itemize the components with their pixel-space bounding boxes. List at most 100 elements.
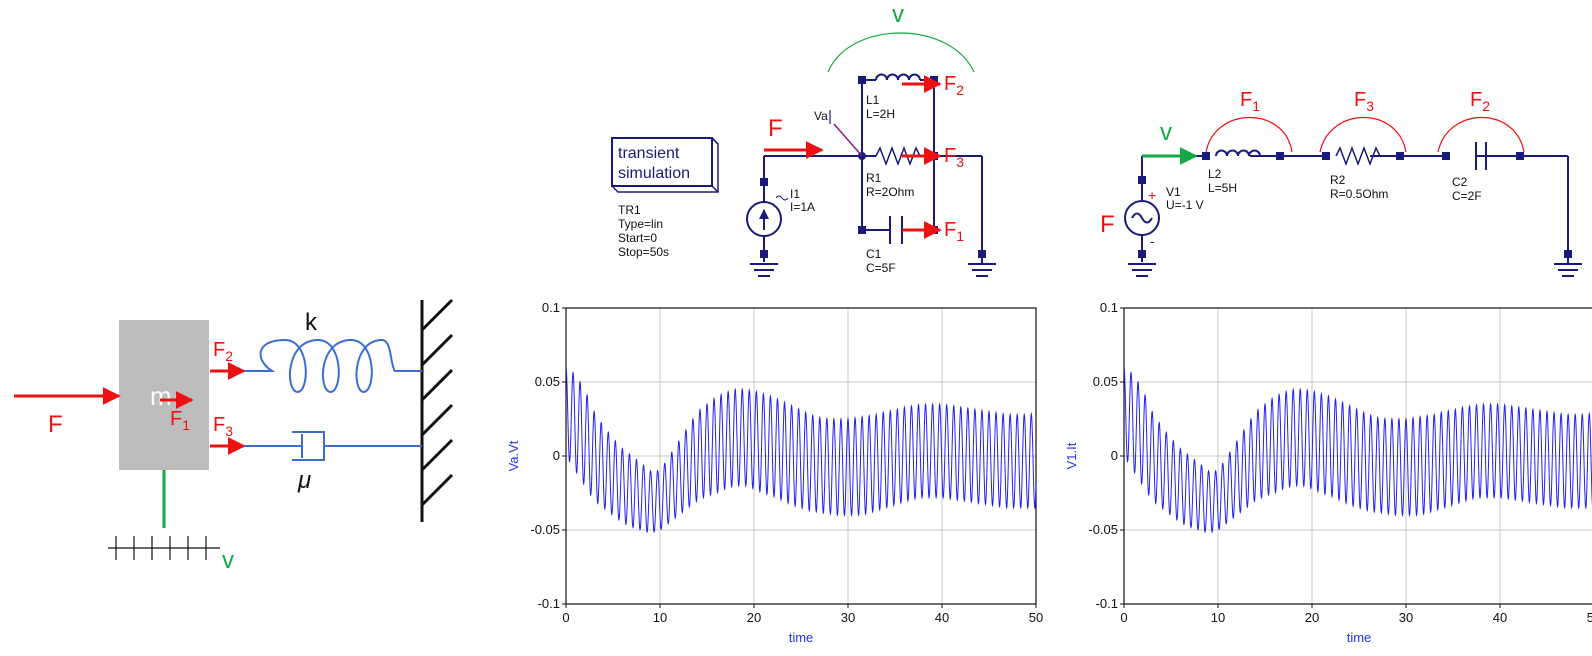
- va-probe: [833, 123, 863, 157]
- x-tick-label: 30: [841, 610, 855, 625]
- l2-name: L2: [1208, 167, 1222, 181]
- c1-value: C=5F: [866, 261, 896, 275]
- spring-label: k: [305, 309, 318, 336]
- va-label: Va: [814, 109, 828, 123]
- i1-name: I1: [790, 187, 800, 201]
- capacitor-c2: [1475, 142, 1487, 170]
- y-tick-label: -0.05: [1088, 522, 1118, 537]
- y-tick-label: 0.1: [1100, 300, 1118, 315]
- ground-1b: [968, 263, 996, 277]
- f1-arc-2: [1205, 117, 1293, 153]
- x-tick-label: 0: [562, 610, 569, 625]
- tr1-line-1: Type=lin: [618, 217, 663, 231]
- i1-value: I=1A: [790, 200, 815, 214]
- f2-arc-label: F2: [1470, 89, 1490, 114]
- y-tick-label: 0: [1111, 448, 1118, 463]
- transient-simulation-box: transient simulation: [611, 137, 719, 193]
- x-tick-label: 40: [935, 610, 949, 625]
- tr1-line-2: Start=0: [618, 231, 657, 245]
- x-tick-label: 50: [1587, 610, 1592, 625]
- force-label-2: F: [1100, 211, 1115, 238]
- x-tick-label: 30: [1399, 610, 1413, 625]
- spring: [244, 338, 422, 394]
- f2-arc-2: [1437, 117, 1525, 153]
- x-tick-label: 50: [1029, 610, 1043, 625]
- v1-name: V1: [1166, 185, 1181, 199]
- y-tick-label: -0.1: [1096, 596, 1118, 611]
- y-tick-label: 0.05: [1093, 374, 1118, 389]
- r2-value: R=0.5Ohm: [1330, 187, 1388, 201]
- y-tick-label: -0.1: [538, 596, 560, 611]
- ruler: [108, 536, 220, 560]
- sim-box-line1: transient: [618, 145, 680, 162]
- mass-label: m: [150, 381, 172, 411]
- l1-value: L=2H: [866, 107, 895, 121]
- ground-2b: [1554, 263, 1582, 277]
- mass-block: [119, 320, 209, 470]
- f1-arc-label: F1: [1240, 89, 1260, 114]
- chart-va-vt: 0 10 20 30 40 50 -0.1 -0.05 0 0.05 0.1 time Va.Vt: [506, 300, 1043, 645]
- x-tick-label: 10: [1211, 610, 1225, 625]
- y-tick-label: 0: [553, 448, 560, 463]
- tr1-parameters: TR1 Type=lin Start=0 Stop=50s: [618, 203, 669, 259]
- wall-hatching: [420, 298, 454, 507]
- trace-line: [1123, 367, 1592, 534]
- c1-f3-label: F3: [944, 145, 964, 170]
- damper-label: μ: [297, 467, 311, 494]
- x-tick-label: 20: [1305, 610, 1319, 625]
- y-axis-label: V1.It: [1064, 442, 1079, 469]
- inductor-l2: [1215, 149, 1261, 157]
- ground-2a: [1128, 263, 1156, 277]
- r1-value: R=2Ohm: [866, 185, 914, 199]
- voltage-source-v1: [1124, 200, 1160, 236]
- c2-name: C2: [1452, 175, 1468, 189]
- v1-plus: +: [1148, 187, 1156, 203]
- x-axis-label: time: [789, 630, 814, 645]
- y-tick-label: -0.05: [530, 522, 560, 537]
- tr1-line-0: TR1: [618, 203, 641, 217]
- circuit-2-nodes: [1138, 152, 1572, 258]
- damper: [244, 431, 422, 461]
- trace-line: [565, 367, 1037, 534]
- capacitor-c1: [889, 216, 903, 244]
- velocity-label-2: v: [1160, 119, 1172, 146]
- x-tick-label: 40: [1493, 610, 1507, 625]
- f2-label: F2: [213, 339, 233, 364]
- velocity-label: v: [222, 547, 234, 574]
- y-tick-label: 0.05: [535, 374, 560, 389]
- resistor-r1: [875, 145, 921, 167]
- current-source-i1: [746, 195, 789, 237]
- c1-name: C1: [866, 247, 882, 261]
- circuit-2-wires: [1141, 155, 1569, 264]
- x-tick-label: 20: [747, 610, 761, 625]
- f3-arc-2: [1319, 117, 1407, 153]
- c1-f1-label: F1: [944, 219, 964, 244]
- f3-label: F3: [213, 414, 233, 439]
- f3-arc-label: F3: [1354, 89, 1374, 114]
- y-axis-label: Va.Vt: [506, 440, 521, 471]
- circuit-2: + - V1 U=-1 V L2 L=5H R2 R=0.5Ohm C2 C=2…: [1100, 89, 1582, 277]
- l1-name: L1: [866, 93, 880, 107]
- v1-minus: -: [1150, 233, 1155, 249]
- inductor-l1: [875, 73, 921, 81]
- chart-v1-it: 0 10 20 30 40 50 -0.1 -0.05 0 0.05 0.1 time V1.It: [1064, 300, 1592, 645]
- force-label-1: F: [768, 115, 783, 142]
- r1-name: R1: [866, 171, 882, 185]
- v1-value: U=-1 V: [1166, 198, 1204, 212]
- sim-box-line2: simulation: [618, 165, 690, 182]
- ground-1a: [750, 263, 778, 277]
- velocity-label-1: v: [892, 1, 904, 28]
- circuit-1: transient simulation TR1 Type=lin Start=…: [611, 1, 996, 277]
- x-tick-label: 0: [1120, 610, 1127, 625]
- l2-value: L=5H: [1208, 181, 1237, 195]
- c2-value: C=2F: [1452, 189, 1482, 203]
- tr1-line-3: Stop=50s: [618, 245, 669, 259]
- x-tick-label: 10: [653, 610, 667, 625]
- f1-label: F1: [170, 408, 190, 433]
- r2-name: R2: [1330, 173, 1346, 187]
- y-tick-label: 0.1: [542, 300, 560, 315]
- x-axis-label: time: [1347, 630, 1372, 645]
- c1-f2-label: F2: [944, 73, 964, 98]
- velocity-arc-1: [827, 32, 975, 73]
